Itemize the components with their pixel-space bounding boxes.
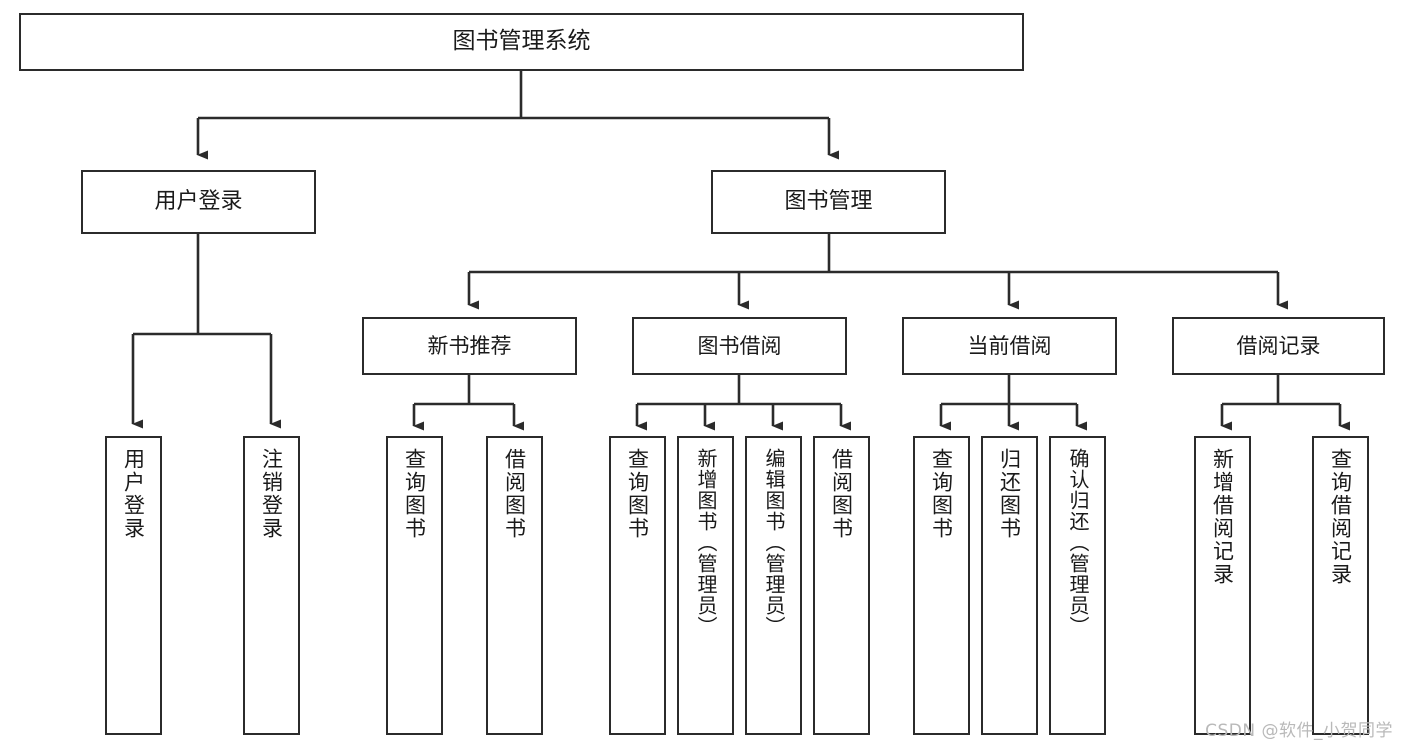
node-label: 借阅图书 bbox=[829, 448, 854, 540]
leaf-add-borrow-record[interactable]: 新增借阅记录 bbox=[1194, 436, 1251, 735]
node-label: 确认归还（管理员） bbox=[1066, 448, 1090, 637]
csdn-watermark: CSDN @软件_小贺同学 bbox=[1205, 721, 1393, 741]
node-label: 借阅图书 bbox=[502, 448, 527, 540]
node-new-book-recommend[interactable]: 新书推荐 bbox=[362, 317, 577, 375]
node-label: 用户登录 bbox=[154, 189, 243, 215]
leaf-query-book-recommend[interactable]: 查询图书 bbox=[386, 436, 443, 735]
leaf-user-login[interactable]: 用户登录 bbox=[105, 436, 162, 735]
node-label: 借阅记录 bbox=[1236, 333, 1321, 358]
node-label: 图书借阅 bbox=[697, 333, 782, 358]
node-label: 图书管理系统 bbox=[452, 28, 591, 55]
node-label: 新增图书（管理员） bbox=[694, 448, 718, 637]
node-label: 查询图书 bbox=[625, 448, 650, 540]
leaf-query-book-current[interactable]: 查询图书 bbox=[913, 436, 970, 735]
node-label: 当前借阅 bbox=[967, 333, 1052, 358]
node-label: 新书推荐 bbox=[427, 333, 512, 358]
node-label: 注销登录 bbox=[259, 448, 284, 540]
leaf-borrow-book-borrow[interactable]: 借阅图书 bbox=[813, 436, 870, 735]
node-book-borrow[interactable]: 图书借阅 bbox=[632, 317, 847, 375]
leaf-confirm-return-admin[interactable]: 确认归还（管理员） bbox=[1049, 436, 1106, 735]
node-label: 编辑图书（管理员） bbox=[762, 448, 786, 637]
leaf-edit-book-admin[interactable]: 编辑图书（管理员） bbox=[745, 436, 802, 735]
node-label: 查询图书 bbox=[929, 448, 954, 540]
node-label: 新增借阅记录 bbox=[1210, 448, 1235, 586]
node-label: 查询图书 bbox=[402, 448, 427, 540]
node-label: 查询借阅记录 bbox=[1328, 448, 1353, 586]
node-book-manage[interactable]: 图书管理 bbox=[711, 170, 946, 234]
node-label: 图书管理 bbox=[784, 189, 873, 215]
leaf-user-logout[interactable]: 注销登录 bbox=[243, 436, 300, 735]
leaf-return-book[interactable]: 归还图书 bbox=[981, 436, 1038, 735]
node-current-borrow[interactable]: 当前借阅 bbox=[902, 317, 1117, 375]
node-user-login[interactable]: 用户登录 bbox=[81, 170, 316, 234]
node-root-book-management-system[interactable]: 图书管理系统 bbox=[19, 13, 1024, 71]
node-borrow-record[interactable]: 借阅记录 bbox=[1172, 317, 1385, 375]
leaf-borrow-book-recommend[interactable]: 借阅图书 bbox=[486, 436, 543, 735]
node-label: 归还图书 bbox=[997, 448, 1022, 540]
node-label: 用户登录 bbox=[121, 448, 146, 540]
leaf-query-borrow-record[interactable]: 查询借阅记录 bbox=[1312, 436, 1369, 735]
leaf-query-book-borrow[interactable]: 查询图书 bbox=[609, 436, 666, 735]
leaf-add-book-admin[interactable]: 新增图书（管理员） bbox=[677, 436, 734, 735]
